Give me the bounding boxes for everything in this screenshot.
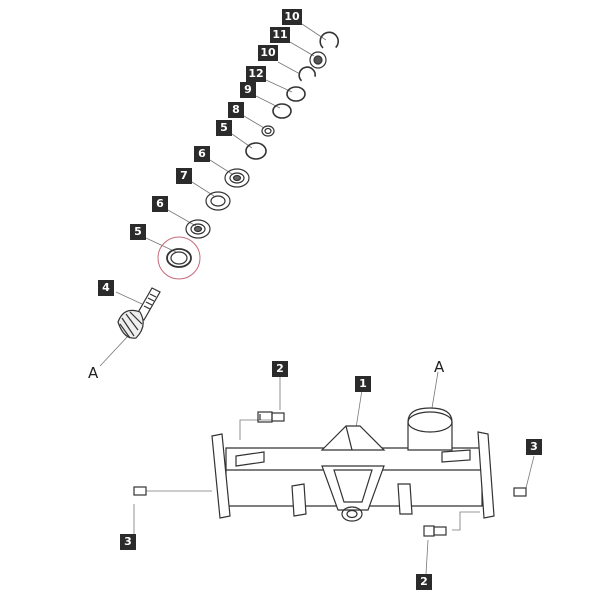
callout-10-top: 10 bbox=[282, 9, 302, 25]
highlight-circle bbox=[157, 236, 201, 280]
ring-5-low-inner bbox=[170, 251, 188, 265]
snap-ring-top bbox=[319, 31, 339, 49]
nut-8 bbox=[261, 125, 275, 137]
callout-6-low: 6 bbox=[152, 196, 168, 212]
spacer-7 bbox=[205, 191, 231, 211]
bearing-6-low bbox=[185, 219, 211, 239]
callout-3-right: 3 bbox=[526, 439, 542, 455]
callout-8: 8 bbox=[228, 102, 244, 118]
leader-lines bbox=[99, 23, 535, 575]
callout-10-mid: 10 bbox=[258, 45, 278, 61]
label-a-shaft: A bbox=[88, 364, 99, 382]
bolt-2-bottom bbox=[423, 525, 447, 537]
callout-11: 11 bbox=[270, 27, 290, 43]
callout-4: 4 bbox=[98, 280, 114, 296]
callout-5-top: 5 bbox=[216, 120, 232, 136]
pin-3-left bbox=[133, 486, 147, 496]
callout-2-bottom: 2 bbox=[416, 574, 432, 590]
callout-5-low: 5 bbox=[130, 224, 146, 240]
small-bearing-11 bbox=[309, 51, 327, 69]
ring-5-low bbox=[166, 248, 192, 268]
label-a-housing: A bbox=[434, 358, 445, 376]
snap-ring-mid bbox=[298, 66, 316, 82]
callout-2-top: 2 bbox=[272, 361, 288, 377]
callout-1: 1 bbox=[355, 376, 371, 392]
callout-7: 7 bbox=[176, 168, 192, 184]
callout-9: 9 bbox=[240, 82, 256, 98]
callout-6-top: 6 bbox=[194, 146, 210, 162]
pinion-shaft-4 bbox=[117, 287, 161, 339]
ring-9 bbox=[272, 103, 292, 119]
ring-12 bbox=[286, 86, 306, 102]
bearing-6-top bbox=[224, 168, 250, 188]
callout-3-left: 3 bbox=[120, 534, 136, 550]
pin-3-right bbox=[513, 487, 527, 497]
ring-5-top bbox=[245, 142, 267, 160]
axle-housing bbox=[211, 407, 495, 522]
callout-12: 12 bbox=[246, 66, 266, 82]
bolt-2-top bbox=[257, 411, 285, 423]
